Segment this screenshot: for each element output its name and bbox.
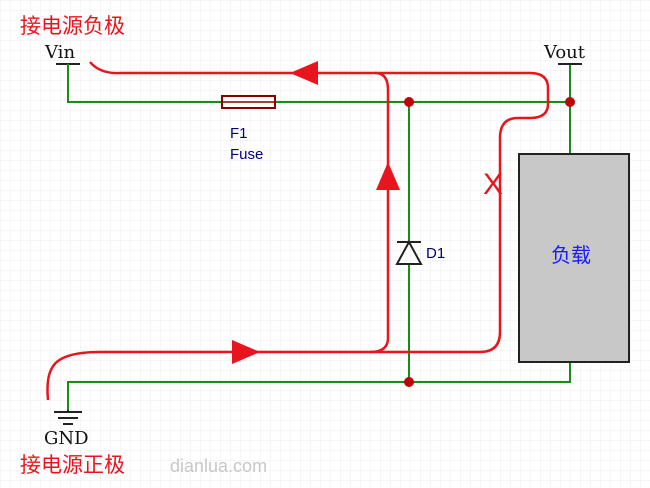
gnd-label: GND	[44, 428, 89, 449]
diode-ref: D1	[426, 245, 445, 262]
top-annotation: 接电源负极	[20, 15, 125, 38]
arrow-up-icon	[376, 162, 400, 190]
load-label: 负载	[551, 244, 591, 267]
vin-port	[56, 63, 80, 68]
diode-symbol	[395, 239, 423, 265]
current-path-top	[46, 61, 390, 401]
wires	[67, 64, 571, 410]
gnd-symbol	[54, 410, 82, 425]
load-box	[518, 153, 630, 363]
junction-dot	[404, 97, 414, 107]
current-path	[46, 61, 550, 401]
junctions	[404, 97, 575, 387]
wire-vin-to-fuse	[67, 64, 222, 103]
fuse-ref: F1	[230, 125, 248, 142]
bottom-annotation: 接电源正极	[20, 454, 125, 477]
arrow-left-icon	[290, 61, 318, 85]
junction-dot	[404, 377, 414, 387]
arrow-right-icon	[232, 340, 260, 364]
vout-label: Vout	[543, 42, 586, 63]
current-arrows	[232, 61, 400, 364]
watermark: dianlua.com	[170, 456, 267, 476]
fuse-value: Fuse	[230, 146, 263, 163]
junction-dot	[565, 97, 575, 107]
vin-label: Vin	[44, 42, 75, 63]
current-path-top-extension	[370, 71, 550, 354]
wire-gnd-return	[67, 362, 571, 410]
blocked-mark: X	[483, 168, 503, 201]
